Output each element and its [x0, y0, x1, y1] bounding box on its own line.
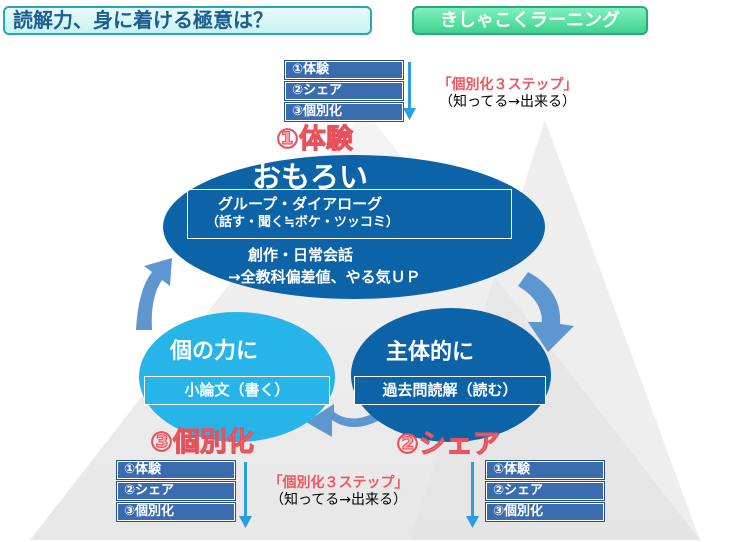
step-item-left-2: ②シェア: [116, 481, 236, 501]
label-step1: ①体験: [276, 124, 354, 156]
down-arrows: [239, 62, 479, 528]
series-badge: きしゃこくラーニング: [412, 6, 648, 35]
top-circle-box: グループ・ダイアローグ （話す・聞く≒ボケ・ツッコミ）: [187, 189, 512, 239]
step-item-top-1: ①体験: [284, 60, 404, 80]
step-item-left-1: ①体験: [116, 460, 236, 480]
step-item-right-2: ②シェア: [485, 481, 605, 501]
step-item-right-3: ③個別化: [485, 502, 605, 522]
step-item-top-3: ③個別化: [284, 102, 404, 122]
left-circle-bar: 小論文（書く）: [144, 376, 330, 405]
top-box-line1: グループ・ダイアローグ: [218, 195, 383, 213]
top-circle-heading: おもろい: [252, 160, 369, 194]
note-top-line1: 「個別化３ステップ」: [437, 77, 578, 93]
arrow-right-to-left: [306, 404, 380, 437]
note-bottom-line2: （知ってる→出来る）: [269, 492, 408, 508]
note-top: 「個別化３ステップ」 （知ってる→出来る）: [420, 77, 595, 111]
label-step3: ③個別化: [150, 427, 255, 459]
right-circle-bar: 過去問読解（読む）: [354, 376, 546, 405]
step-item-right-1: ①体験: [485, 460, 605, 480]
top-circle-line4: →全教科偏差値、やる気ＵＰ: [228, 268, 421, 286]
left-circle-heading: 個の力に: [170, 339, 259, 364]
cycle-arrows: [136, 258, 574, 437]
step-item-left-3: ③個別化: [116, 502, 236, 522]
arrow-left-to-top: [136, 258, 172, 330]
note-bottom-line1: 「個別化３ステップ」: [268, 475, 409, 491]
top-circle: [163, 155, 545, 299]
label-step2: ②シェア: [396, 429, 501, 461]
right-circle-heading: 主体的に: [386, 340, 475, 365]
arrow-top-to-right: [518, 272, 574, 352]
step-item-top-2: ②シェア: [284, 81, 404, 101]
page-title: 読解力、身に着ける極意は？: [3, 6, 372, 35]
note-bottom: 「個別化３ステップ」 （知ってる→出来る）: [251, 475, 426, 509]
top-box-line2: （話す・聞く≒ボケ・ツッコミ）: [206, 215, 399, 230]
right-circle: [351, 308, 551, 442]
note-top-line2: （知ってる→出来る）: [438, 94, 577, 110]
top-circle-line3: 創作・日常会話: [248, 246, 354, 264]
